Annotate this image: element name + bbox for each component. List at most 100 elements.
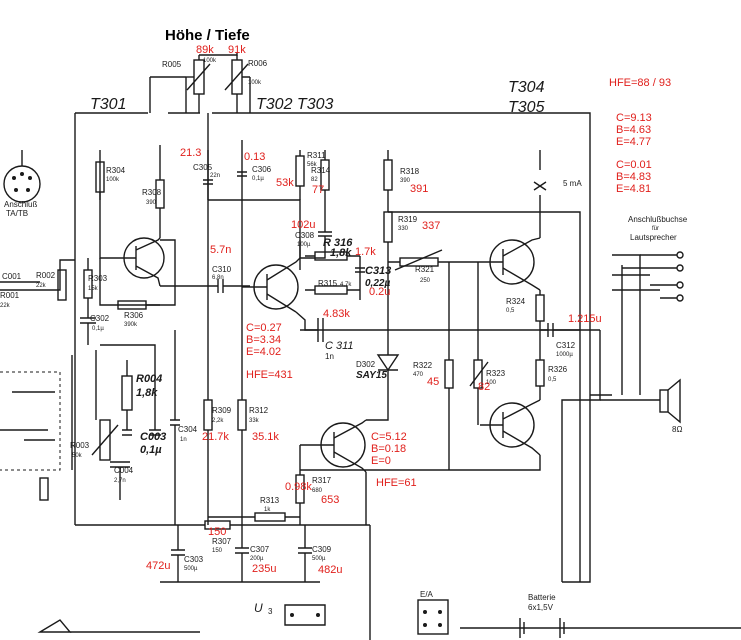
label-r304: R304 — [106, 166, 126, 175]
label-r308: R308 — [142, 188, 162, 197]
annot-c303: 472u — [146, 560, 170, 572]
label-c305: C305 — [193, 163, 213, 172]
label-c302-val: 0,1µ — [92, 326, 104, 332]
label-r326-val: 0,5 — [548, 377, 557, 383]
label-c311-val: 1n — [325, 352, 334, 361]
label-r001: R001 — [0, 291, 20, 300]
label-r306-val: 390k — [124, 322, 138, 328]
label-r323: R323 — [486, 369, 506, 378]
annot-t302-e: E=4.02 — [246, 346, 281, 358]
label-r317: R317 — [312, 476, 332, 485]
annot-t304-c: C=9.13 — [616, 112, 652, 124]
label-r323-val: 100 — [486, 380, 497, 386]
label-c003-val: 0,1µ — [140, 444, 162, 456]
label-d302-type: SAY15 — [356, 370, 387, 381]
annot-r311: 53k — [276, 177, 294, 189]
label-r315: R315 — [318, 279, 338, 288]
label-speaker-ohm: 8Ω — [672, 425, 682, 434]
label-c307-val: 200µ — [250, 556, 264, 562]
input-connector — [0, 150, 75, 301]
annot-t302-hfe: HFE=431 — [246, 369, 293, 381]
label-c001: C001 — [2, 272, 22, 281]
label-anschluss-ls3: Lautsprecher — [630, 233, 677, 242]
annot-r319: 337 — [422, 220, 440, 232]
label-anschluss-ls2: für — [652, 226, 659, 232]
label-r314: R314 — [311, 166, 331, 175]
pot-r005 — [185, 59, 211, 113]
annot-r316: 1.7k — [355, 246, 376, 258]
label-c303-val: 500µ — [184, 566, 198, 572]
annot-out-voltage: 1.215u — [568, 313, 602, 325]
annot-c309: 482u — [318, 564, 342, 576]
annot-r005: 89k — [196, 44, 214, 56]
label-r324: R324 — [506, 297, 526, 306]
label-r322-val: 470 — [413, 372, 424, 378]
label-r317-val: 680 — [312, 488, 323, 494]
annot-r006: 91k — [228, 44, 246, 56]
annot-t305-e: E=4.81 — [616, 183, 651, 195]
label-c306-val: 0,1µ — [252, 176, 264, 182]
annot-c310: 5.7n — [210, 244, 231, 256]
label-r312-val: 33k — [249, 418, 260, 424]
label-r005: R005 — [162, 60, 182, 69]
label-r312: R312 — [249, 406, 269, 415]
page-title: Höhe / Tiefe — [165, 27, 250, 44]
label-c308: C308 — [295, 231, 315, 240]
annot-r318: 391 — [410, 183, 428, 195]
annot-hfe-t304-t305: HFE=88 / 93 — [609, 77, 671, 89]
label-c313: C313 — [365, 265, 391, 277]
label-r004: R004 — [136, 373, 162, 385]
label-r304-val: 100k — [106, 177, 120, 183]
label-ma: 5 mA — [563, 179, 582, 188]
annot-c313: 0.2u — [369, 286, 390, 298]
label-c308-val: 100µ — [297, 242, 311, 248]
t302-region — [203, 140, 580, 525]
label-c312-val: 1000µ — [556, 352, 573, 358]
annot-t303-c: C=5.12 — [371, 431, 407, 443]
label-r321-val: 250 — [420, 278, 431, 284]
output-stage — [300, 237, 601, 582]
label-r006: R006 — [248, 59, 268, 68]
label-batterie: Batterie — [528, 593, 556, 602]
measurement-annotations: Höhe / Tiefe 89k 91k 21.3 0.13 53k 77 10… — [146, 27, 671, 576]
feedback-network — [300, 251, 365, 342]
annot-t305-b: B=4.83 — [616, 171, 651, 183]
label-ea: E/A — [420, 590, 434, 599]
label-r326: R326 — [548, 365, 568, 374]
board-frame — [74, 112, 591, 583]
label-d302: D302 — [356, 360, 376, 369]
annot-c307: 235u — [252, 563, 276, 575]
label-t301: T301 — [90, 96, 126, 113]
annot-t303-b: B=0.18 — [371, 443, 406, 455]
label-c313-val: 0,22µ — [365, 278, 390, 289]
label-r322: R322 — [413, 361, 433, 370]
label-c311: C 311 — [325, 340, 354, 352]
label-c306: C306 — [252, 165, 272, 174]
label-r002-val: 22k — [36, 283, 47, 289]
label-c303: C303 — [184, 555, 204, 564]
label-anschluss-ta: Anschluß — [4, 200, 37, 209]
label-r315-val: 4,7k — [340, 282, 352, 288]
label-t305: T305 — [508, 99, 545, 116]
annot-r-bottom: 150 — [208, 526, 226, 538]
label-batterie-val: 6x1,5V — [528, 603, 554, 612]
annot-r309: 21.7k — [202, 431, 229, 443]
label-r313: R313 — [260, 496, 280, 505]
annot-t303-e: E=0 — [371, 455, 391, 467]
annot-r315: 4.83k — [323, 308, 350, 320]
supply-rails — [99, 113, 301, 270]
label-r318-val: 390 — [400, 178, 411, 184]
label-r307: R307 — [212, 537, 232, 546]
annot-t302-collector: 0.13 — [244, 151, 265, 163]
annot-t302-b: B=3.34 — [246, 334, 281, 346]
annot-r323: 82 — [478, 381, 490, 393]
label-r314-val: 82 — [311, 177, 318, 183]
label-c309-val: 500µ — [312, 556, 326, 562]
annot-r322: 45 — [427, 376, 439, 388]
label-t304: T304 — [508, 79, 545, 96]
label-c309: C309 — [312, 545, 332, 554]
t303-region — [208, 400, 389, 525]
label-anschluss-ls: Anschlußbuchse — [628, 215, 688, 224]
